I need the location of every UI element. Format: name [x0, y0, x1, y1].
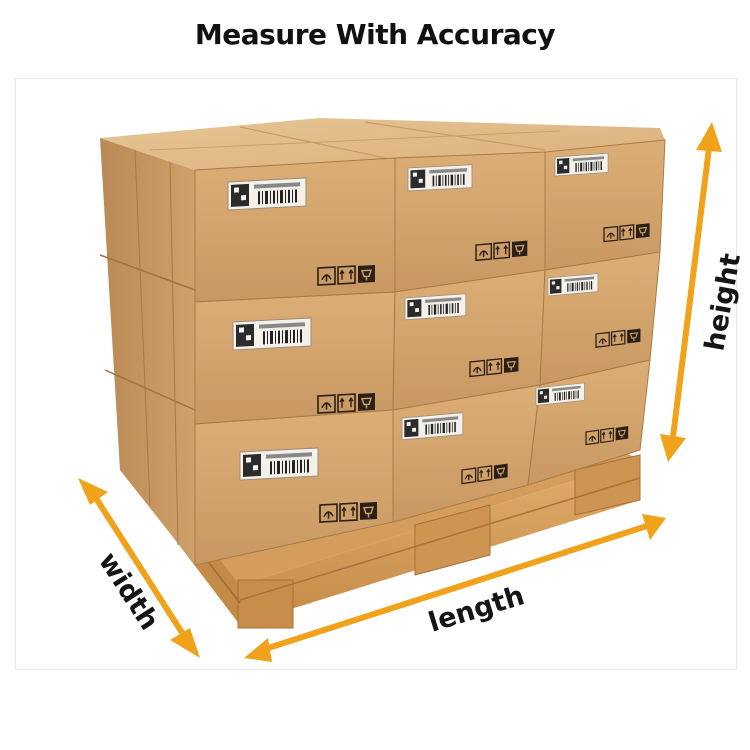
length-label: length	[425, 580, 528, 638]
length-arrow	[244, 514, 666, 662]
page-title: Measure With Accuracy	[194, 18, 556, 51]
width-arrow	[78, 478, 200, 658]
box-stack	[99, 118, 666, 566]
height-label: height	[699, 251, 747, 353]
height-arrow	[660, 122, 722, 462]
